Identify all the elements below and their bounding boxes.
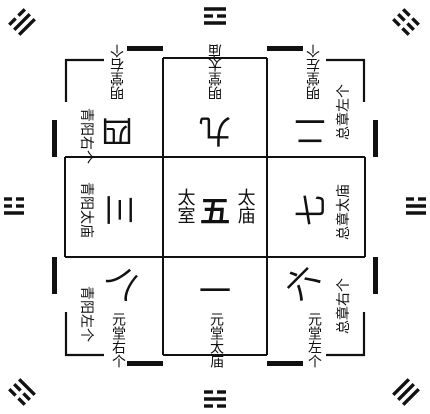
top-left-corner [64,58,104,102]
label-right-top: 总章左个 [335,84,352,140]
left-bottom-cap [52,257,57,294]
room-center-left: 太室 [175,188,196,224]
numeral-middle-left: 三 [100,194,138,226]
label-bottom-center: 元堂太庙 [208,312,224,368]
top-right-corner [326,58,366,102]
bottom-right-corner [326,312,366,357]
label-left-bottom: 青阳左个 [78,286,94,342]
bar-caps [52,46,378,366]
right-bottom-cap [373,257,378,294]
numeral-top-left: 四 [101,112,133,150]
label-bottom-left: 元堂右个 [110,312,126,368]
numeral-bottom-center: 一 [199,272,231,310]
corner-brackets [64,58,366,357]
numeral-center: 五 [200,195,230,230]
numeral-bottom-right: 六 [277,257,327,307]
label-top-center: 明堂太庙 [208,44,224,100]
trigram-bottom-left-icon [8,378,36,406]
numeral-middle-right: 七 [292,194,330,226]
trigram-top-center-icon [204,7,226,25]
trigram-middle-left-icon [4,197,24,215]
label-left-top: 青阳右个 [78,108,94,164]
label-left-center: 青阳太庙 [78,182,94,238]
bottom-left-cap [127,361,163,366]
right-top-cap [373,120,378,157]
numeral-top-right: 二 [294,112,326,150]
trigram-bottom-center-icon [204,390,226,408]
label-right-bottom: 总章右个 [335,278,352,334]
room-center-right: 太庙 [235,188,256,224]
trigram-top-right-icon [392,8,420,36]
label-right-center: 总章太庙 [335,184,352,240]
numeral-bottom-left: 八 [100,257,150,307]
bottom-right-cap [267,361,303,366]
label-top-right: 明堂左个 [306,44,322,100]
grid-structure [64,57,366,356]
top-left-cap [127,46,163,51]
label-bottom-right: 元堂左个 [306,312,322,368]
bottom-left-corner [64,312,104,357]
trigram-bottom-right-icon [392,378,420,406]
top-right-cap [267,46,303,51]
left-top-cap [52,120,57,157]
label-top-left: 明堂右个 [110,44,126,100]
trigram-top-left-icon [8,8,36,36]
trigram-middle-right-icon [406,197,426,215]
numeral-top-center: 九 [199,112,231,150]
